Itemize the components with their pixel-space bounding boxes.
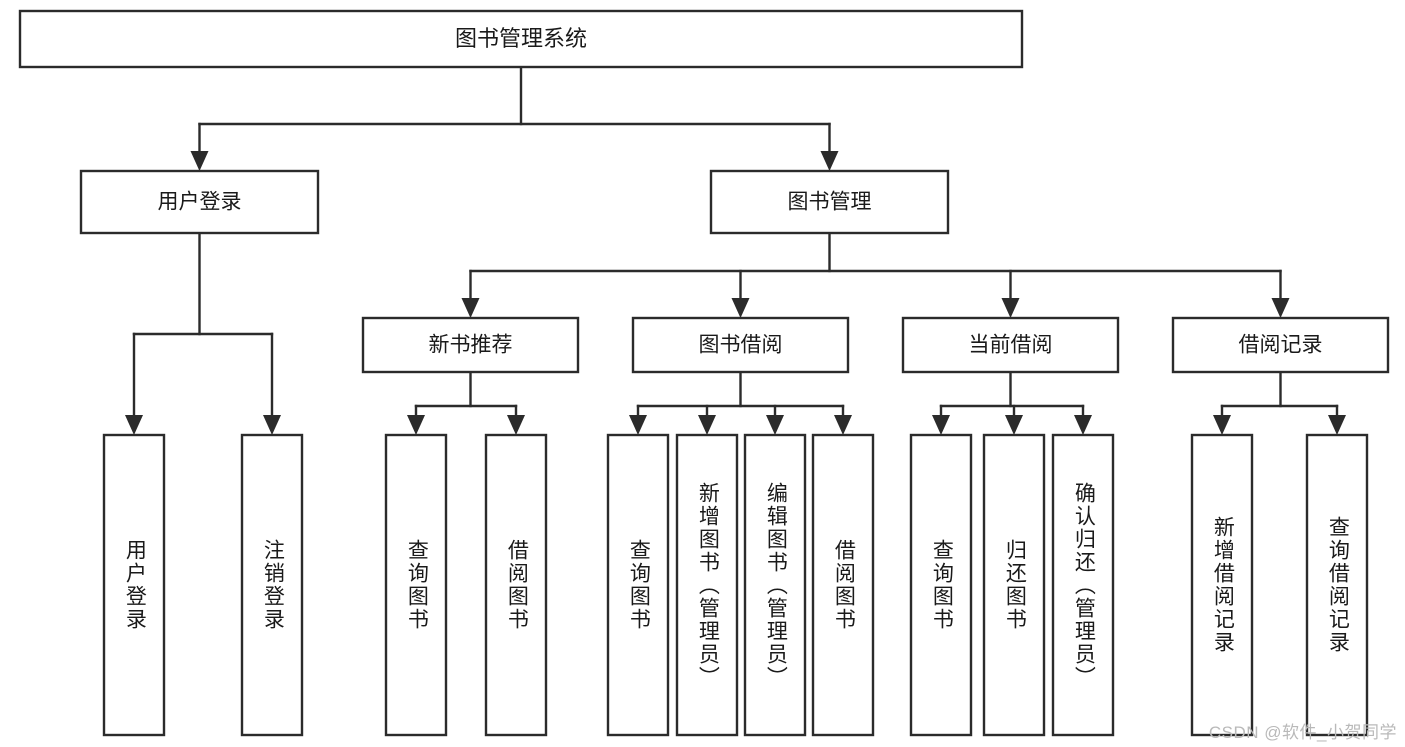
edges-layer	[125, 65, 1346, 435]
arrow-head-icon	[407, 415, 425, 435]
boxes-layer	[18, 9, 1390, 737]
node-current-borrow-label: 当前借阅	[969, 334, 1053, 357]
arrow-head-icon	[820, 151, 839, 171]
arrow-head-icon	[1213, 415, 1231, 435]
node-borrow-record-label: 借阅记录	[1239, 334, 1323, 357]
arrow-head-icon	[125, 415, 143, 435]
node-new-book-rec[interactable]	[361, 316, 580, 374]
node-leaf-add-record[interactable]	[1190, 433, 1254, 737]
arrow-head-icon	[507, 415, 525, 435]
node-user-login[interactable]	[79, 169, 320, 235]
arrow-head-icon	[1271, 298, 1290, 318]
node-book-manage[interactable]	[709, 169, 950, 235]
node-leaf-borrow-book-2[interactable]	[811, 433, 875, 737]
node-leaf-query-book-3[interactable]	[909, 433, 973, 737]
arrow-head-icon	[263, 415, 281, 435]
node-book-borrow-label: 图书借阅	[699, 334, 783, 357]
node-borrow-record[interactable]	[1171, 316, 1390, 374]
node-leaf-query-book-2[interactable]	[606, 433, 670, 737]
arrow-head-icon	[1328, 415, 1346, 435]
node-root[interactable]	[18, 9, 1024, 69]
node-user-login-label: 用户登录	[158, 191, 242, 214]
node-leaf-return-book[interactable]	[982, 433, 1046, 737]
node-leaf-logout[interactable]	[240, 433, 304, 737]
node-current-borrow[interactable]	[901, 316, 1120, 374]
arrow-head-icon	[461, 298, 480, 318]
arrow-head-icon	[1001, 298, 1020, 318]
node-leaf-user-login[interactable]	[102, 433, 166, 737]
arrow-head-icon	[1005, 415, 1023, 435]
arrow-head-icon	[698, 415, 716, 435]
watermark-text: CSDN @软件_小贺同学	[1208, 723, 1397, 742]
arrow-head-icon	[731, 298, 750, 318]
node-new-book-rec-label: 新书推荐	[429, 334, 513, 357]
arrow-head-icon	[629, 415, 647, 435]
arrow-head-icon	[766, 415, 784, 435]
node-leaf-add-book[interactable]	[675, 433, 739, 737]
node-leaf-query-book-1[interactable]	[384, 433, 448, 737]
node-root-label: 图书管理系统	[455, 26, 587, 51]
arrow-head-icon	[932, 415, 950, 435]
node-book-borrow[interactable]	[631, 316, 850, 374]
arrow-head-icon	[190, 151, 209, 171]
node-leaf-edit-book[interactable]	[743, 433, 807, 737]
node-book-manage-label: 图书管理	[788, 191, 872, 214]
node-leaf-borrow-book-1[interactable]	[484, 433, 548, 737]
node-leaf-query-record[interactable]	[1305, 433, 1369, 737]
arrow-head-icon	[1074, 415, 1092, 435]
node-leaf-confirm-return[interactable]	[1051, 433, 1115, 737]
arrow-head-icon	[834, 415, 852, 435]
